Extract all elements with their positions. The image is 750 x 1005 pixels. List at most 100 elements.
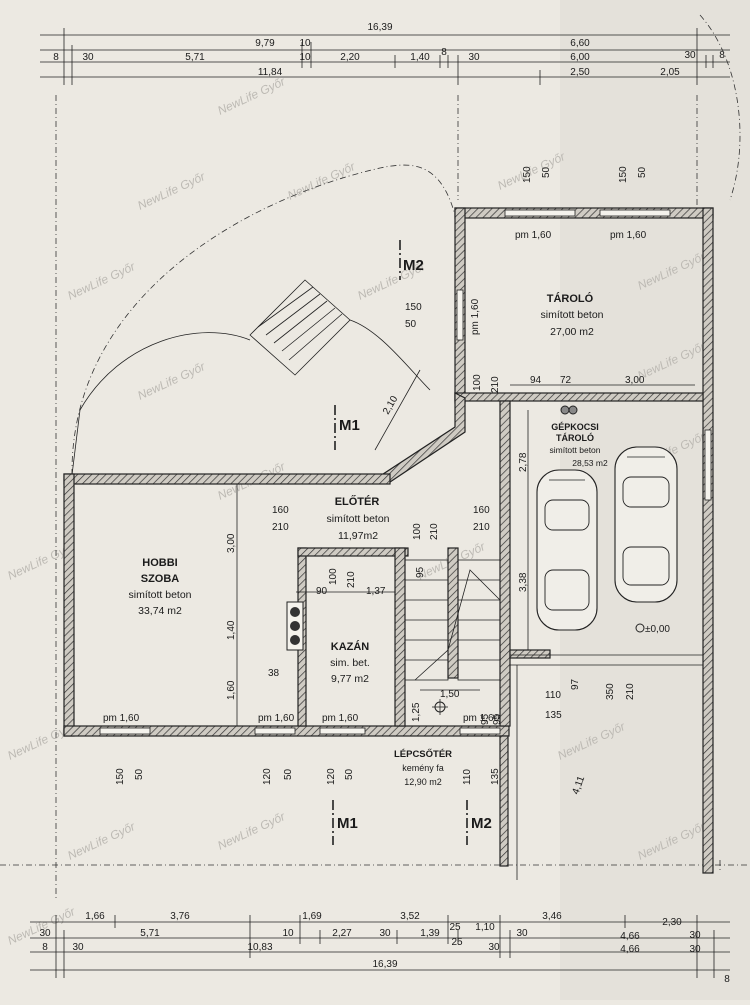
dim-bot-3-46: 3,46 [542,911,562,922]
room-name-2: SZOBA [141,573,180,585]
opening-pm-label: pm 1,60 [322,713,359,724]
dim-bot-30: 30 [39,928,51,939]
opening-height: 210 [272,522,289,533]
section-marker-m1-bottom: M1 [332,800,358,845]
outdoor-stair [249,279,351,376]
dim-bot-total: 16,39 [372,959,397,970]
car-left [536,469,598,631]
opening-height: 120 [326,768,337,785]
opening-sill: 50 [283,768,294,780]
dim-bot-10-83: 10,83 [247,942,272,953]
dim-bot-1-10: 1,10 [475,922,495,933]
opening-sill: 50 [134,768,145,780]
windows [99,209,712,735]
dim-top-8: 8 [53,52,59,63]
opening-width: 100 [328,568,339,585]
dim-top-9-79: 9,79 [255,38,275,49]
dim-top-1-40: 1,40 [410,52,430,63]
dim-bot-30f: 30 [488,942,500,953]
dim-top-8c: 8 [719,50,725,61]
car-right [614,446,678,603]
room-name-2: TÁROLÓ [556,432,594,443]
dim-top-8b: 8 [441,47,447,58]
opening-pm-label: pm 1,60 [610,230,647,241]
dim-bot-8b: 8 [724,974,730,985]
room-area: 9,77 m2 [331,673,369,685]
opening-width: 160 [272,505,289,516]
dim-interior: 1,37 [366,586,386,597]
opening-sill: 50 [637,166,648,178]
room-area: 28,53 m2 [572,458,608,468]
opening-height: 110 [462,769,473,785]
dim-top-30: 30 [82,52,94,63]
dim-bot-4-66b: 4,66 [620,944,640,955]
dim-top-10b: 10 [299,52,311,63]
room-finish: kemény fa [402,763,444,773]
section-marker-m2-bottom: M2 [466,800,492,845]
dim-bot-1-39: 1,39 [420,928,440,939]
room-name: KAZÁN [331,640,370,653]
room-area: 11,97m2 [338,530,378,542]
opening-width: 110 [545,690,561,701]
opening-width: 350 [605,683,616,700]
dim-top-2-05: 2,05 [660,67,680,78]
opening-pm-label: pm 1,60 [463,713,500,724]
room-gepkocsi: GÉPKOCSI TÁROLÓ simított beton 28,53 m2 [549,422,608,468]
section-m1-label-bottom: M1 [337,815,358,832]
opening-height: 150 [522,166,533,183]
dim-top-2-20: 2,20 [340,52,360,63]
dim-interior: 72 [560,375,572,386]
room-kazan: KAZÁN sim. bet. 9,77 m2 [330,640,370,685]
opening-height: 210 [625,683,636,700]
opening-height: 135 [490,768,501,785]
opening-pm-label: pm 1,60 [515,230,552,241]
dim-bot-3-76: 3,76 [170,911,190,922]
room-finish: simított beton [128,589,191,601]
room-name: HOBBI [142,557,177,569]
opening-width: 95 [492,713,503,725]
room-area: 33,74 m2 [138,605,182,617]
room-hobbi: HOBBI SZOBA simított beton 33,74 m2 [128,557,191,617]
opening-height: 150 [405,302,422,313]
opening-height: 150 [618,166,629,183]
dim-bot-10: 10 [282,928,294,939]
dim-interior: 1,25 [411,702,422,722]
top-dimension-chain: 16,39 9,79 10 6,60 8 30 5,71 10 2,20 1,4… [40,22,730,85]
dim-bot-8: 8 [42,942,48,953]
dim-interior: 1,40 [226,620,237,640]
dim-top-6-00: 6,00 [570,52,590,63]
dim-interior: 94 [530,375,542,386]
dim-interior: 1,50 [440,689,460,700]
dim-bot-3-52: 3,52 [400,911,420,922]
dim-top-5-71: 5,71 [185,52,205,63]
dim-interior: 3,00 [625,375,645,386]
garage-door [510,654,703,666]
opening-width: 100 [472,374,483,391]
dim-bot-2-30: 2,30 [662,917,682,928]
dim-top-30b: 30 [468,52,480,63]
dim-top-2-50: 2,50 [570,67,590,78]
opening-height: 135 [545,710,562,721]
dim-bot-30d: 30 [689,930,701,941]
room-eloter: ELŐTÉR simított beton 11,97m2 [326,495,389,542]
dim-top-30c: 30 [684,50,696,61]
dim-bot-5-71: 5,71 [140,928,160,939]
dim-bot-25b: 25 [451,937,463,948]
dim-bot-25: 25 [449,922,461,933]
room-name: LÉPCSŐTÉR [394,748,452,760]
section-m1-label: M1 [339,417,360,434]
opening-height: 210 [346,571,357,588]
interior-dimension-lines [236,369,695,880]
opening-height: 120 [262,768,273,785]
room-finish: sim. bet. [330,657,370,669]
boiler-symbol [286,601,304,651]
bottom-dimension-chain: 1,66 3,76 1,69 3,52 25 1,10 3,46 2,30 30… [30,911,730,985]
axis-lines [0,95,750,900]
opening-height: 210 [490,376,501,393]
dim-bot-4-66: 4,66 [620,931,640,942]
dim-bot-2-27: 2,27 [332,928,352,939]
dim-interior: 1,60 [226,680,237,700]
room-finish: simított beton [549,445,600,455]
